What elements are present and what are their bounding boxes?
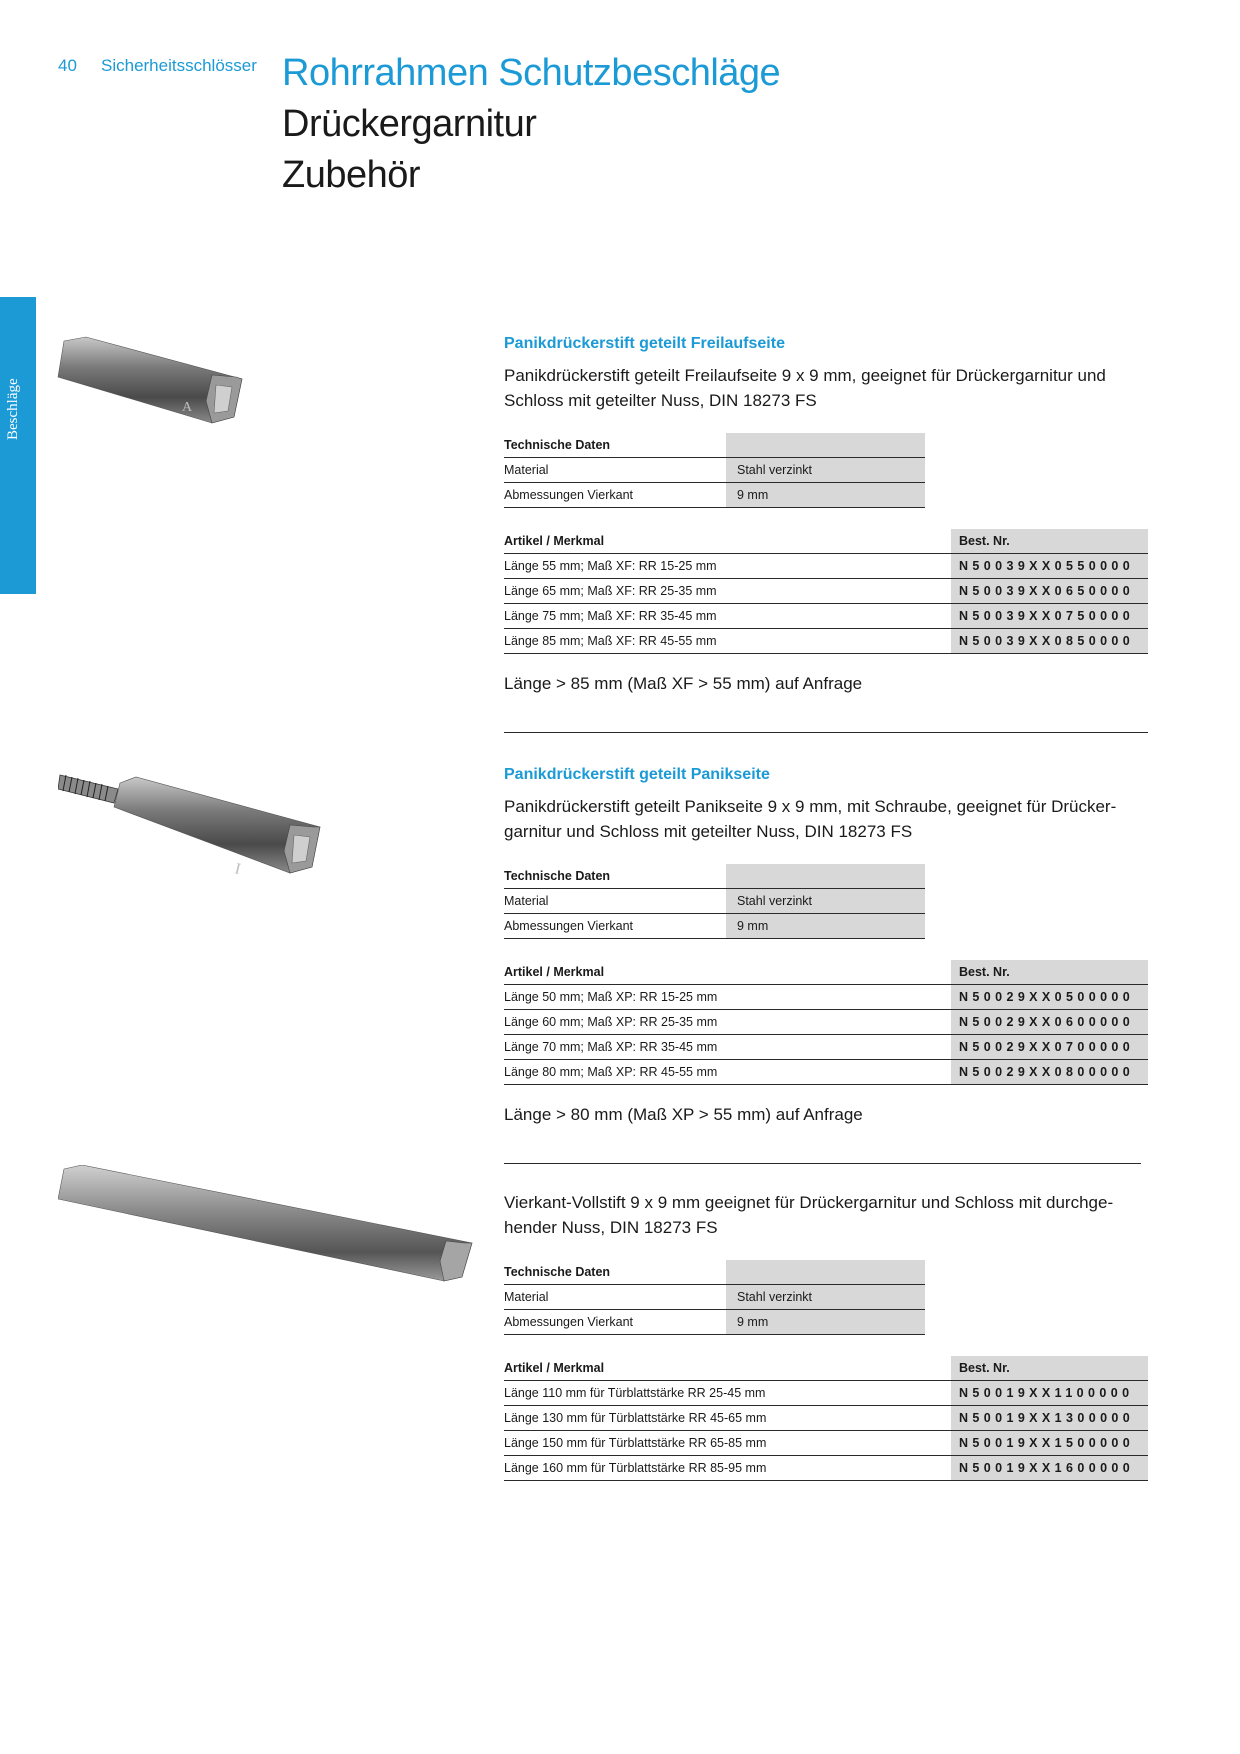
square-solid-pin-image — [58, 1165, 473, 1282]
side-tab-label: Beschläge — [5, 378, 21, 440]
tech-header-row: Technische Daten — [504, 1260, 925, 1285]
section-free-side: Panikdrückerstift geteilt Freilaufseite … — [504, 335, 1148, 694]
tech-header-row: Technische Daten — [504, 864, 925, 889]
table-row: Länge 150 mm für Türblattstärke RR 65-85… — [504, 1431, 1148, 1456]
tech-header: Technische Daten — [504, 1265, 611, 1279]
table-row: Länge 160 mm für Türblattstärke RR 85-95… — [504, 1456, 1148, 1481]
section-name: Sicherheitsschlösser — [101, 56, 257, 75]
tech-header: Technische Daten — [504, 438, 611, 452]
split-pin-panic-side-image: I — [58, 774, 321, 878]
page-number: 40 — [58, 56, 77, 75]
section-title: Panikdrückerstift geteilt Freilaufseite — [504, 335, 785, 352]
side-tab — [0, 297, 36, 594]
split-pin-free-side-image: A — [57, 336, 243, 424]
pin-letter-a: A — [182, 400, 193, 415]
tech-header: Technische Daten — [504, 869, 611, 883]
section-description: Panikdrückerstift geteilt Panikseite 9 x… — [504, 797, 1117, 841]
page-title: Rohrrahmen Schutzbeschläge — [282, 52, 781, 94]
section-note: Länge > 80 mm (Maß XP > 55 mm) auf Anfra… — [504, 1105, 863, 1124]
section-panic-side: Panikdrückerstift geteilt Panikseite Pan… — [504, 766, 1148, 1125]
section-solid-pin: Vierkant-Vollstift 9 x 9 mm geeignet für… — [504, 1190, 1148, 1481]
section-divider — [504, 1163, 1141, 1164]
section-description: Vierkant-Vollstift 9 x 9 mm geeignet für… — [504, 1193, 1114, 1237]
table-row: Länge 130 mm für Türblattstärke RR 45-65… — [504, 1406, 1148, 1431]
table-row: Länge 110 mm für Türblattstärke RR 25-45… — [504, 1381, 1148, 1406]
section-description: Panikdrückerstift geteilt Freilaufseite … — [504, 366, 1106, 410]
section-divider — [504, 732, 1148, 733]
section-note: Länge > 85 mm (Maß XF > 55 mm) auf Anfra… — [504, 674, 863, 693]
section-title: Panikdrückerstift geteilt Panikseite — [504, 766, 770, 783]
pin-letter-i: I — [233, 860, 242, 878]
page-subtitle-2: Zubehör — [282, 154, 421, 196]
page-subtitle-1: Drückergarnitur — [282, 103, 537, 145]
tech-header-row: Technische Daten — [504, 433, 925, 458]
